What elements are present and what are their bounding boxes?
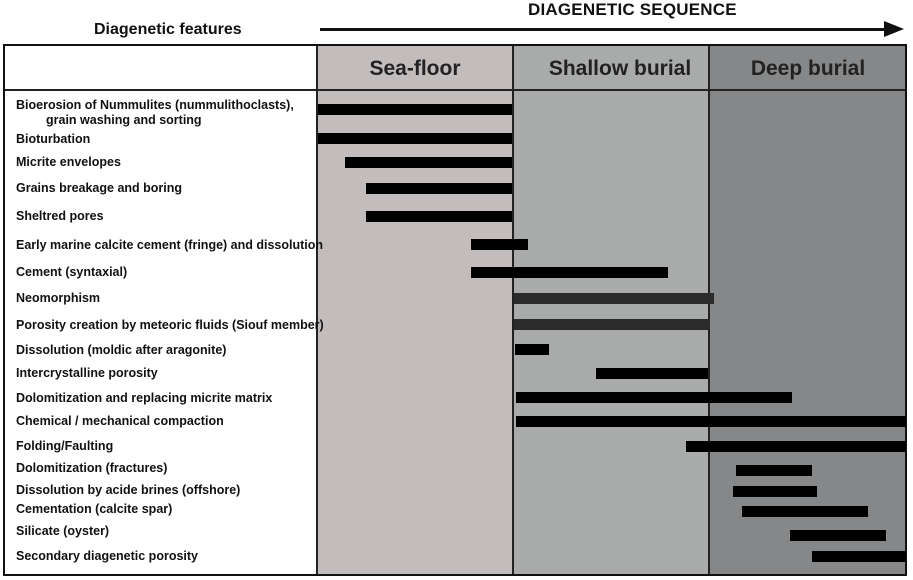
duration-bar bbox=[736, 465, 812, 476]
feature-label: Early marine calcite cement (fringe) and… bbox=[16, 238, 324, 252]
duration-bar bbox=[366, 183, 512, 194]
duration-bar bbox=[471, 267, 668, 278]
arrow-head-icon bbox=[884, 21, 904, 37]
feature-text: Bioerosion of Nummulites (nummulithoclas… bbox=[16, 98, 294, 112]
feature-label: Sheltred pores bbox=[16, 209, 104, 223]
feature-label: Bioerosion of Nummulites (nummulithoclas… bbox=[16, 98, 294, 128]
arrow-shaft bbox=[320, 28, 886, 31]
duration-bar bbox=[318, 133, 512, 144]
feature-label: Micrite envelopes bbox=[16, 155, 121, 169]
divider-seafloor bbox=[512, 46, 514, 574]
duration-bar bbox=[514, 293, 714, 304]
feature-label: Chemical / mechanical compaction bbox=[16, 414, 224, 428]
sequence-heading: DIAGENETIC SEQUENCE bbox=[528, 0, 737, 19]
duration-bar bbox=[514, 319, 710, 330]
feature-label: Intercrystalline porosity bbox=[16, 366, 158, 380]
feature-label: Dissolution (moldic after aragonite) bbox=[16, 343, 227, 357]
duration-bar bbox=[686, 441, 906, 452]
feature-label: Cementation (calcite spar) bbox=[16, 502, 173, 516]
feature-label: Dolomitization (fractures) bbox=[16, 461, 168, 475]
header-divider bbox=[5, 89, 906, 91]
divider-shallow bbox=[708, 46, 710, 574]
duration-bar bbox=[471, 239, 528, 250]
stage-label-deep-burial: Deep burial bbox=[750, 57, 866, 80]
feature-label: Dolomitization and replacing micrite mat… bbox=[16, 391, 273, 405]
duration-bar bbox=[742, 506, 868, 517]
duration-bar bbox=[596, 368, 708, 379]
duration-bar bbox=[516, 416, 906, 427]
duration-bar bbox=[790, 530, 886, 541]
diagram-frame bbox=[3, 44, 907, 576]
stage-label-seafloor: Sea-floor bbox=[369, 57, 461, 80]
feature-text-continued: grain washing and sorting bbox=[46, 113, 202, 127]
duration-bar bbox=[812, 551, 906, 562]
features-heading: Diagenetic features bbox=[94, 21, 242, 38]
feature-label: Secondary diagenetic porosity bbox=[16, 549, 198, 563]
feature-label: Silicate (oyster) bbox=[16, 524, 110, 538]
duration-bar bbox=[345, 157, 512, 168]
feature-label: Porosity creation by meteoric fluids (Si… bbox=[16, 318, 324, 332]
divider-features bbox=[316, 46, 318, 574]
stage-label-shallow-burial: Shallow burial bbox=[548, 57, 692, 80]
duration-bar bbox=[516, 392, 792, 403]
duration-bar bbox=[733, 486, 817, 497]
feature-label: Dissolution by acide brines (offshore) bbox=[16, 483, 241, 497]
duration-bar bbox=[366, 211, 512, 222]
feature-label: Cement (syntaxial) bbox=[16, 265, 128, 279]
feature-label: Grains breakage and boring bbox=[16, 181, 183, 195]
duration-bar bbox=[318, 104, 512, 115]
feature-label: Neomorphism bbox=[16, 291, 101, 305]
feature-label: Folding/Faulting bbox=[16, 439, 114, 453]
feature-label: Bioturbation bbox=[16, 132, 91, 146]
stage-column-shallow-burial bbox=[514, 46, 708, 574]
duration-bar bbox=[515, 344, 549, 355]
